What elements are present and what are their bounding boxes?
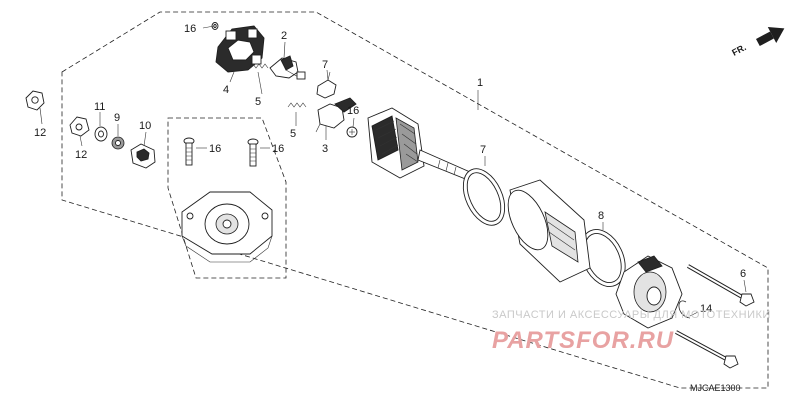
brush-spring-part-5-lower [287, 102, 307, 108]
callout-7: 7 [322, 59, 328, 71]
callout-8-lower: 8 [598, 210, 604, 222]
arrow-up-right-icon [755, 27, 785, 47]
watermark-brand: PARTSFOR.RU [492, 327, 674, 354]
brush-part-7 [316, 71, 337, 99]
callout-13: 14 [700, 303, 712, 315]
through-bolt-part-6-upper [687, 264, 755, 307]
callout-1: 1 [477, 77, 483, 89]
brush-spring-part-5-upper [249, 63, 269, 69]
callout-5-lower: 5 [290, 128, 296, 140]
screw-part-15 [346, 126, 358, 138]
brush-holder-part-3 [315, 97, 357, 133]
nut-part-12-second [69, 116, 90, 137]
callout-8-upper: 7 [480, 144, 486, 156]
callout-10: 10 [139, 120, 151, 132]
bushing-part-9 [111, 136, 125, 150]
brush-holder-plate-part-4 [215, 25, 265, 73]
front-direction-indicator: FR. [730, 27, 785, 58]
callout-14: 16 [184, 23, 196, 35]
callout-labels: 16 2 1 7 4 5 5 3 16 7 8 6 12 12 11 9 10 … [34, 23, 746, 315]
watermark: ЗАПЧАСТИ И АКСЕССУАРЫ ДЛЯ МОТОТЕХНИКИ PA… [492, 309, 771, 354]
o-ring-part-14 [211, 22, 219, 30]
assembly-boundary [61, 11, 769, 389]
callout-12-left: 12 [34, 127, 46, 139]
callout-2: 2 [281, 30, 287, 42]
bolt-part-16-right [247, 138, 259, 167]
front-cover-housing [181, 191, 273, 263]
callout-5-upper: 5 [255, 96, 261, 108]
nut-part-12 [25, 90, 45, 111]
washer-part-11 [94, 126, 108, 142]
callout-11: 11 [94, 101, 105, 113]
motor-yoke [507, 179, 591, 283]
callout-3: 3 [322, 143, 328, 155]
terminal-insulator-part-10 [130, 143, 156, 169]
callout-9: 9 [114, 112, 120, 124]
callout-6: 6 [740, 268, 746, 280]
armature [367, 107, 471, 181]
brush-terminal-part-2 [269, 55, 306, 80]
front-cover-group-boundary [167, 117, 287, 279]
rear-cover [615, 255, 683, 329]
circlip [678, 300, 691, 319]
callout-12-lower: 12 [75, 149, 87, 161]
callout-4: 4 [223, 84, 229, 96]
callout-16-left: 16 [209, 143, 221, 155]
callout-16-right: 16 [272, 143, 284, 155]
diagram-code: MJCAE1300 [690, 383, 741, 393]
leader-lines [39, 25, 747, 317]
watermark-tagline: ЗАПЧАСТИ И АКСЕССУАРЫ ДЛЯ МОТОТЕХНИКИ [492, 309, 771, 321]
callout-15: 16 [347, 105, 359, 117]
direction-label: FR. [730, 42, 747, 58]
through-bolt-part-6-lower [675, 330, 739, 369]
bolt-part-16-left [183, 137, 195, 166]
o-ring-part-8-upper [462, 168, 506, 226]
o-ring-part-8-lower [580, 229, 626, 287]
